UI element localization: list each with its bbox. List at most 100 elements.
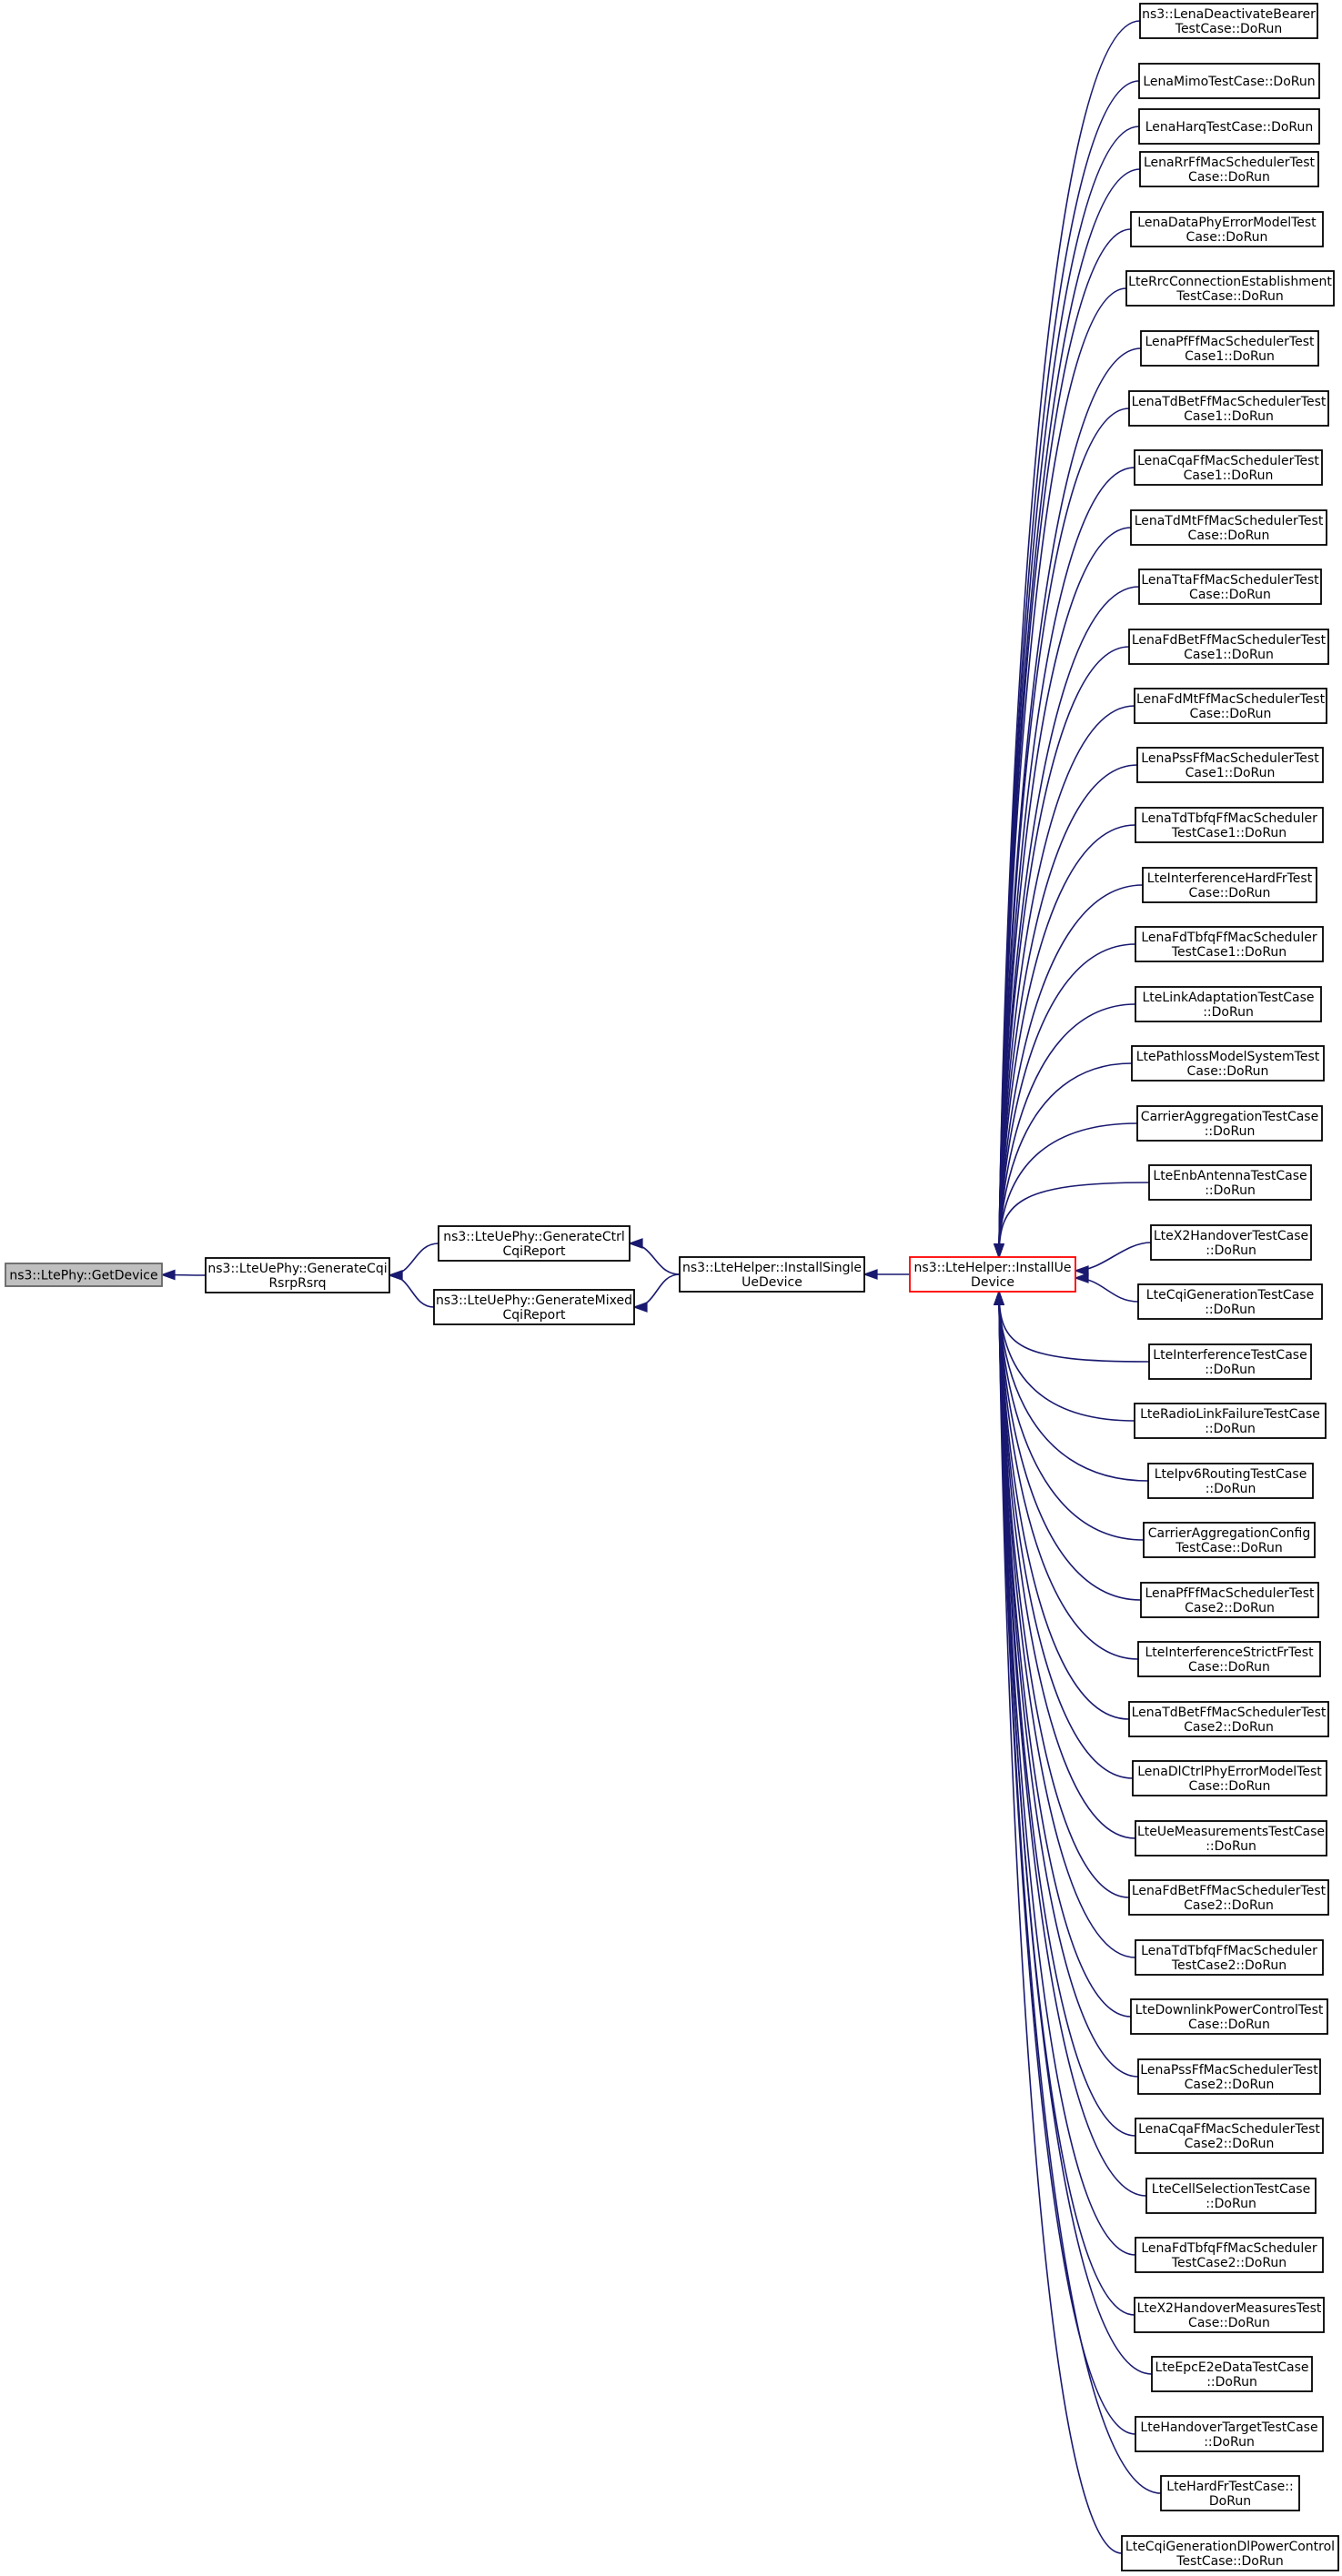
node-label: UeDevice [742,1275,802,1290]
node-box [1135,2118,1324,2154]
node-box [1135,2237,1324,2273]
node-label: CqiReport [503,1244,566,1259]
node-label: ns3::LteUePhy::GenerateCtrl [443,1230,625,1244]
call-edge [998,1291,1142,1601]
graph-node[interactable]: LteCqiGenerationDlPowerControlTestCase::… [1121,2535,1339,2571]
graph-node[interactable]: LteUeMeasurementsTestCase::DoRun [1135,1820,1327,1857]
node-box [1138,63,1320,99]
graph-node[interactable]: LenaMimoTestCase::DoRun [1138,63,1320,99]
graph-node[interactable]: LteLinkAdaptationTestCase::DoRun [1135,986,1322,1022]
call-edge [998,1182,1150,1258]
node-label: CqiReport [503,1308,566,1323]
node-label: LteX2HandoverMeasuresTest [1137,2301,1322,2316]
node-label: LteLinkAdaptationTestCase [1143,991,1315,1005]
graph-node[interactable]: LteRadioLinkFailureTestCase::DoRun [1134,1403,1327,1439]
node-label: CarrierAggregationTestCase [1141,1110,1318,1124]
graph-node[interactable]: LteCqiGenerationTestCase::DoRun [1137,1283,1323,1320]
graph-node[interactable]: LteHandoverTargetTestCase::DoRun [1135,2416,1324,2452]
node-box [1135,986,1322,1022]
node-box [433,1289,635,1325]
node-box [1128,1879,1329,1916]
node-label: LteIpv6RoutingTestCase [1155,1467,1307,1482]
graph-node[interactable]: LenaHarqTestCase::DoRun [1138,108,1320,145]
edge-arrowhead [388,1270,403,1281]
node-label: LenaFdTbfqFfMacScheduler [1141,931,1317,945]
node-label: ::DoRun [1206,1482,1256,1496]
graph-node[interactable]: LteX2HandoverTestCase::DoRun [1150,1224,1312,1261]
node-label: LenaCqaFfMacSchedulerTest [1137,454,1319,468]
graph-node[interactable]: LteCellSelectionTestCase::DoRun [1145,2178,1317,2214]
node-label: ::DoRun [1203,1005,1254,1020]
node-label: LenaFdBetFfMacSchedulerTest [1132,633,1327,648]
graph-node[interactable]: CarrierAggregationTestCase::DoRun [1136,1105,1323,1142]
graph-node[interactable]: LteEnbAntennaTestCase::DoRun [1148,1164,1312,1201]
call-edge [998,943,1136,1258]
node-box [1135,1820,1327,1857]
node-box [1136,747,1324,783]
node-box [1128,1701,1329,1737]
graph-node[interactable]: LteRrcConnectionEstablishmentTestCase::D… [1125,270,1335,307]
call-edge [629,1243,681,1275]
node-box [1147,1463,1314,1499]
node-label: LenaDlCtrlPhyErrorModelTest [1137,1765,1322,1779]
node-label: LenaMimoTestCase::DoRun [1143,75,1315,89]
graph-node[interactable]: LteHardFrTestCase::DoRun [1160,2475,1300,2511]
edge-arrowhead [994,1243,1004,1259]
node-label: LenaCqaFfMacSchedulerTest [1138,2122,1320,2137]
graph-node[interactable]: ns3::LtePhy::GetDevice [5,1263,163,1287]
node-label: LteEpcE2eDataTestCase [1155,2360,1309,2375]
graph-node[interactable]: LteIpv6RoutingTestCase::DoRun [1147,1463,1314,1499]
call-edge [998,824,1136,1258]
node-label: ns3::LtePhy::GetDevice [9,1269,157,1283]
node-label: LteRadioLinkFailureTestCase [1140,1407,1320,1422]
node-box [1148,1343,1312,1380]
graph-node[interactable]: LteEpcE2eDataTestCase::DoRun [1151,2356,1313,2392]
node-label: TestCase2::DoRun [1171,2256,1287,2270]
edge-arrowhead [1074,1265,1089,1276]
graph-node[interactable]: LteInterferenceTestCase::DoRun [1148,1343,1312,1380]
node-label: Case1::DoRun [1184,468,1274,483]
call-edge [633,1273,681,1308]
node-label: LteDownlinkPowerControlTest [1135,2003,1324,2018]
call-edge [998,347,1142,1258]
edge-arrowhead [160,1269,176,1281]
call-edge [998,467,1135,1258]
node-label: Case1::DoRun [1184,648,1274,662]
node-box [1135,807,1324,843]
node-label: ns3::LteUePhy::GenerateMixed [436,1293,632,1308]
node-label: Case2::DoRun [1185,2078,1275,2092]
